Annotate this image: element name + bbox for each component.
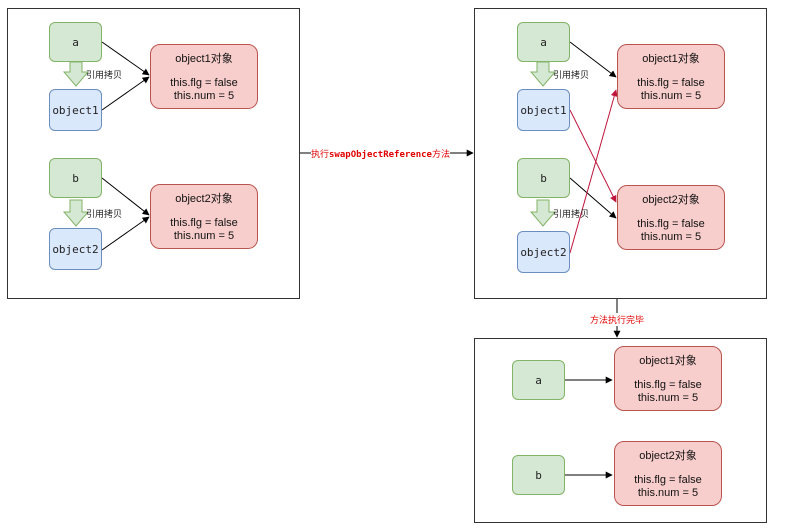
ref-object2: object2 [517, 231, 570, 273]
object1-box: object1对象 this.flg = false this.num = 5 [617, 44, 725, 109]
var-a: a [49, 22, 102, 62]
ref-object1: object1 [517, 89, 570, 131]
copy-label: 引用拷贝 [86, 70, 123, 80]
copy-label: 引用拷贝 [553, 70, 590, 80]
object2-flg: this.flg = false [634, 474, 702, 486]
copy-arrow-2 [62, 199, 90, 227]
object2-box: object2对象 this.flg = false this.num = 5 [617, 185, 725, 250]
copy-arrow-3 [529, 61, 557, 87]
object2-num: this.num = 5 [173, 230, 235, 242]
var-a: a [517, 22, 570, 62]
arrow-ref2-to-obj2 [101, 216, 150, 251]
object2-flg: this.flg = false [637, 218, 705, 230]
object2-flg: this.flg = false [170, 217, 238, 229]
swap-arrow-ref2-to-obj1 [569, 89, 618, 254]
copy-arrow-4 [529, 199, 557, 227]
object2-title: object2对象 [639, 450, 697, 462]
object1-title: object1对象 [639, 355, 697, 367]
var-b: b [512, 455, 565, 495]
copy-label: 引用拷贝 [553, 209, 590, 219]
swap-prefix: 执行 [311, 149, 330, 159]
ref-object1: object1 [49, 89, 102, 131]
swap-transition-label: 执行swapObjectReference方法 [311, 147, 450, 160]
arrow-a-to-obj1 [101, 41, 150, 76]
object2-title: object2对象 [642, 194, 700, 206]
var-b: b [517, 158, 570, 198]
swap-method-name: swapObjectReference [329, 150, 432, 160]
object2-box: object2对象 this.flg = false this.num = 5 [150, 184, 258, 249]
ref-object2: object2 [49, 228, 102, 270]
object2-num: this.num = 5 [637, 487, 699, 499]
object1-flg: this.flg = false [634, 379, 702, 391]
object1-flg: this.flg = false [637, 77, 705, 89]
done-transition-label: 方法执行完毕 [590, 313, 645, 326]
swap-arrow-ref1-to-obj2 [569, 109, 617, 203]
object1-num: this.num = 5 [637, 392, 699, 404]
copy-arrow-1 [62, 61, 90, 87]
object1-title: object1对象 [175, 53, 233, 65]
object2-num: this.num = 5 [640, 231, 702, 243]
var-b: b [49, 158, 102, 198]
object1-title: object1对象 [642, 53, 700, 65]
object2-title: object2对象 [175, 193, 233, 205]
arrow-b-to-obj2 [101, 177, 150, 216]
object1-box: object1对象 this.flg = false this.num = 5 [614, 346, 722, 411]
object1-box: object1对象 this.flg = false this.num = 5 [150, 44, 258, 109]
object2-box: object2对象 this.flg = false this.num = 5 [614, 441, 722, 506]
arrow-b-to-obj2-during [569, 177, 617, 219]
arrow-ref1-to-obj1 [101, 76, 150, 111]
swap-suffix: 方法 [431, 149, 450, 159]
object1-num: this.num = 5 [640, 90, 702, 102]
var-a: a [512, 360, 565, 400]
object1-flg: this.flg = false [170, 77, 238, 89]
copy-label: 引用拷贝 [86, 209, 123, 219]
object1-num: this.num = 5 [173, 90, 235, 102]
arrow-a-to-obj1-during [569, 41, 617, 78]
